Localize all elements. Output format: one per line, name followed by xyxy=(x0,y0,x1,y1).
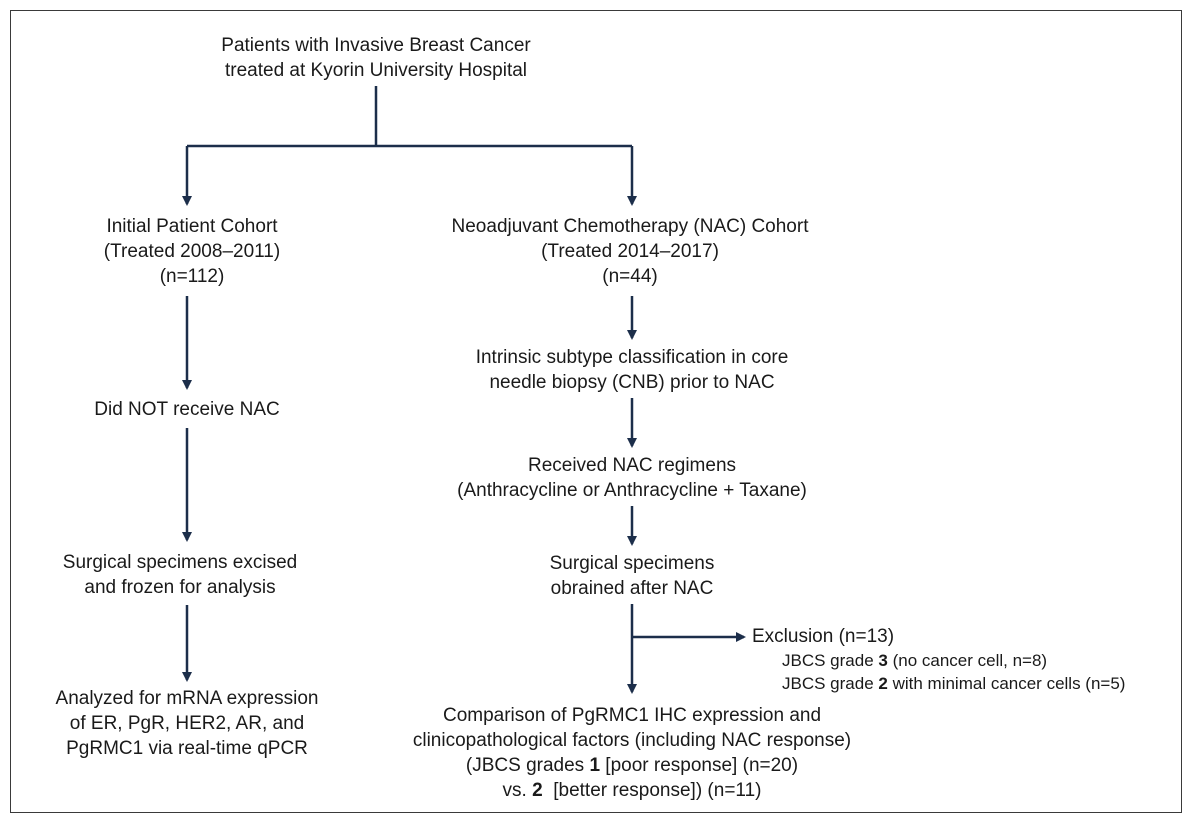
exclusion-title: Exclusion (n=13) xyxy=(752,626,895,647)
node-root-line: treated at Kyorin University Hospital xyxy=(224,60,528,81)
node-regimens-line: (Anthracycline or Anthracycline + Taxane… xyxy=(457,480,807,501)
node-nac-surgical: Surgical specimens obrained after NAC xyxy=(550,551,715,601)
node-left-no-nac: Did NOT receive NAC xyxy=(94,397,279,422)
node-root: Patients with Invasive Breast Cancer tre… xyxy=(221,33,530,83)
node-nac-cohort: Neoadjuvant Chemotherapy (NAC) Cohort (T… xyxy=(452,214,809,289)
node-left-surgical: Surgical specimens excised and frozen fo… xyxy=(63,550,297,600)
diagram-frame xyxy=(10,10,1182,813)
node-subtype-line: needle biopsy (CNB) prior to NAC xyxy=(489,372,775,393)
node-subtype: Intrinsic subtype classification in core… xyxy=(476,345,789,395)
node-left-analysis-line: PgRMC1 via real-time qPCR xyxy=(66,738,308,759)
node-nac-cohort-line: Neoadjuvant Chemotherapy (NAC) Cohort xyxy=(451,216,809,237)
exclusion-item: JBCS grade 3 (no cancer cell, n=8) xyxy=(782,651,1048,670)
node-nac-cohort-line: (n=44) xyxy=(602,266,658,287)
node-comparison-line: Comparison of PgRMC1 IHC expression and xyxy=(442,705,822,726)
node-comparison: Comparison of PgRMC1 IHC expression and … xyxy=(413,703,851,803)
node-left-analysis: Analyzed for mRNA expression of ER, PgR,… xyxy=(56,686,319,761)
node-left-analysis-line: Analyzed for mRNA expression xyxy=(55,688,319,709)
node-left-surgical-line: and frozen for analysis xyxy=(84,577,276,598)
node-left-analysis-line: of ER, PgR, HER2, AR, and xyxy=(69,713,305,734)
node-exclusion: Exclusion (n=13) JBCS grade 3 (no cancer… xyxy=(752,624,1125,695)
node-comparison-line: (JBCS grades 1 [poor response] (n=20) xyxy=(465,755,799,776)
node-left-cohort: Initial Patient Cohort (Treated 2008–201… xyxy=(104,214,280,289)
node-nac-cohort-line: (Treated 2014–2017) xyxy=(541,241,719,262)
node-regimens-line: Received NAC regimens xyxy=(527,455,737,476)
node-left-cohort-line: Initial Patient Cohort xyxy=(106,216,278,237)
node-subtype-line: Intrinsic subtype classification in core xyxy=(475,347,789,368)
node-left-cohort-line: (n=112) xyxy=(159,266,225,287)
node-root-line: Patients with Invasive Breast Cancer xyxy=(221,35,531,56)
node-comparison-line: vs. 2 [better response]) (n=11) xyxy=(502,780,762,801)
exclusion-item: JBCS grade 2 with minimal cancer cells (… xyxy=(782,674,1126,693)
node-regimens: Received NAC regimens (Anthracycline or … xyxy=(457,453,807,503)
node-left-cohort-line: (Treated 2008–2011) xyxy=(103,241,281,262)
node-comparison-line: clinicopathological factors (including N… xyxy=(412,730,852,751)
node-nac-surgical-line: Surgical specimens xyxy=(549,553,715,574)
node-nac-surgical-line: obrained after NAC xyxy=(550,578,714,599)
node-left-no-nac-line: Did NOT receive NAC xyxy=(94,399,280,420)
node-left-surgical-line: Surgical specimens excised xyxy=(62,552,298,573)
